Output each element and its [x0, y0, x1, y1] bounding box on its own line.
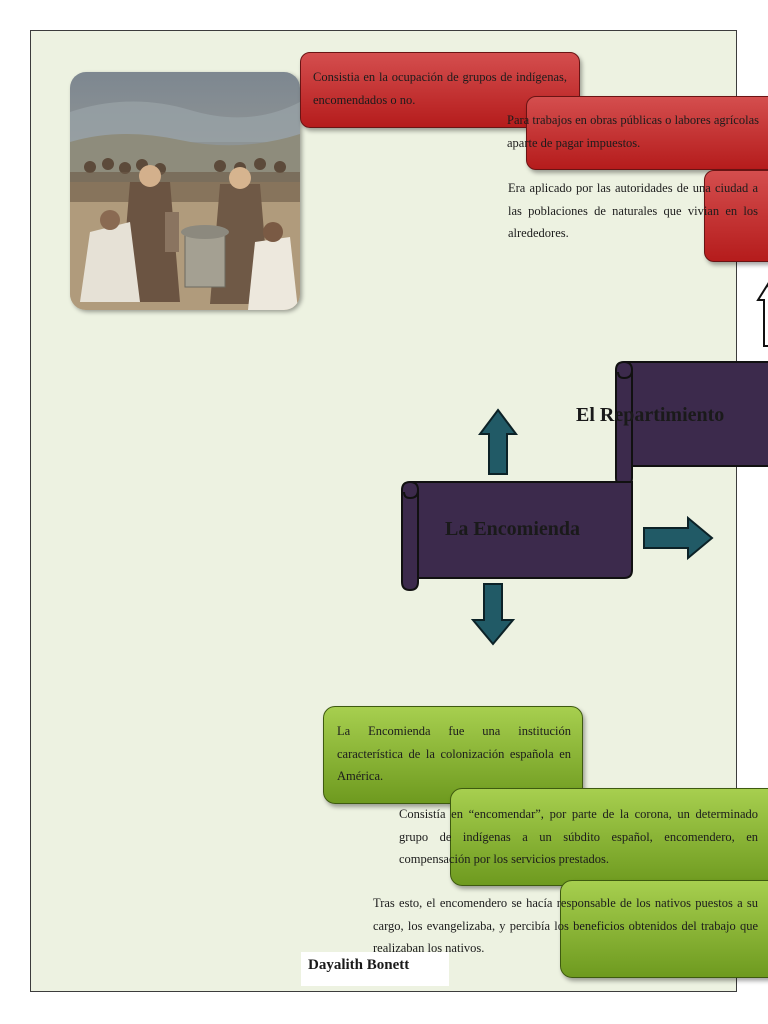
authorities-box: [704, 170, 768, 262]
mural-painting-image: [70, 72, 300, 310]
intro-box: [323, 706, 583, 804]
occupation-box: [300, 52, 580, 128]
encomienda-scroll: [401, 481, 633, 592]
repartimiento-title: El Repartimiento: [576, 404, 725, 426]
arrow-right-icon: [643, 515, 714, 561]
responsibility-text: Tras esto, el encomendero se hacía respo…: [373, 896, 758, 955]
arrow-up-edge-icon: [756, 282, 768, 347]
intro-text: La Encomienda fue una institución caract…: [337, 724, 571, 783]
encomienda-title: La Encomienda: [445, 518, 581, 540]
occupation-text: Consistia en la ocupación de grupos de i…: [313, 70, 567, 107]
arrow-down-icon: [470, 583, 516, 646]
arrow-up-icon: [478, 408, 518, 475]
author-signature: Dayalith Bonett: [301, 952, 449, 986]
detail-text: Consistía en “encomendar”, por parte de …: [399, 807, 758, 866]
authorities-text: Era aplicado por las autoridades de una …: [508, 181, 758, 240]
labor-text: Para trabajos en obras públicas o labore…: [507, 113, 759, 150]
responsibility-box: [560, 880, 768, 978]
labor-box: [526, 96, 768, 170]
